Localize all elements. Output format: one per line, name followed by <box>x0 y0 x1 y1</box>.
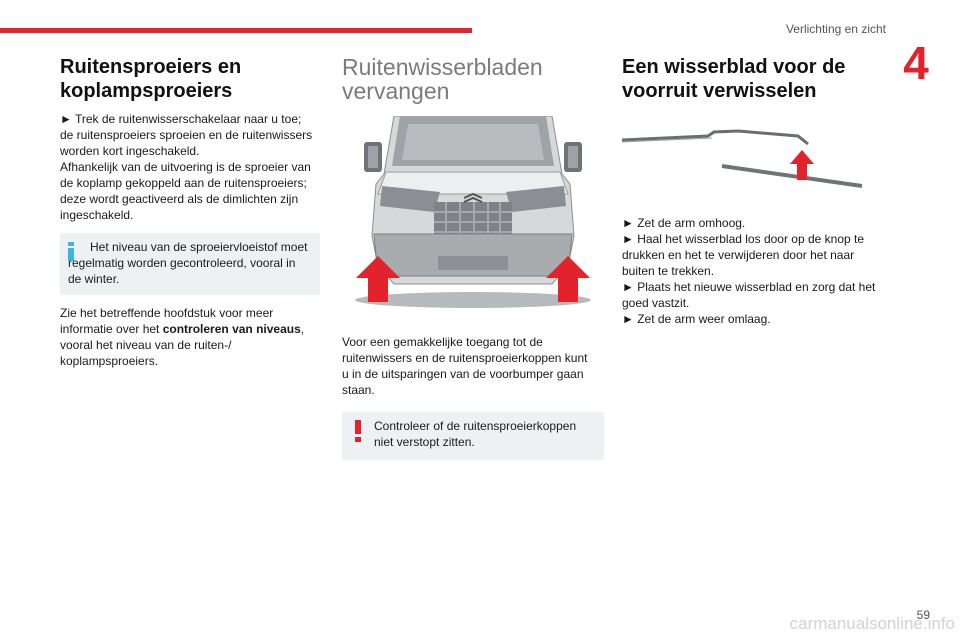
washers-heading: Ruitensproeiers en koplampsproeiers <box>60 56 242 102</box>
arrow-up-icon <box>790 150 814 180</box>
replace-blade-steps: ► Zet de arm omhoog. ► Haal het wisserbl… <box>622 215 884 327</box>
arrow-up-icon <box>356 256 400 302</box>
warning-text: Controleer of de ruitensproeierkoppen ni… <box>374 419 577 449</box>
text-line: ► Trek de ruitenwisserschakelaar naar u … <box>60 112 302 126</box>
step-line: buiten te trekken. <box>622 264 715 278</box>
text-line: de koplamp gekoppeld aan de ruitensproei… <box>60 176 307 190</box>
chapter-number: 4 <box>903 37 929 89</box>
van-front-illustration <box>342 115 604 312</box>
step-line: goed vastzit. <box>622 296 690 310</box>
info-note-text: Het niveau van de sproeiervloeistof moet… <box>68 240 308 286</box>
step-line: ► Plaats het nieuwe wisserblad en zorg d… <box>622 280 876 294</box>
text-line: worden kort ingeschakeld. <box>60 144 200 158</box>
step-line: ► Zet de arm omhoog. <box>622 216 746 230</box>
reference-link-text: controleren van niveaus <box>162 322 301 336</box>
text-line: de ruitensproeiers sproeien en de ruiten… <box>60 128 313 142</box>
reference-paragraph: Zie het betreffende hoofdstuk voor meer … <box>60 305 320 369</box>
washers-instructions: ► Trek de ruitenwisserschakelaar naar u … <box>60 111 320 223</box>
step-line: ► Haal het wisserblad los door op de kno… <box>622 232 865 246</box>
text-line: Afhankelijk van de uitvoering is de spro… <box>60 160 311 174</box>
warning-icon <box>355 420 361 442</box>
step-line: ► Zet de arm weer omlaag. <box>622 312 771 326</box>
warning-note-box: Controleer of de ruitensproeierkoppen ni… <box>342 412 604 460</box>
chapter-header-bar <box>0 28 472 33</box>
arrow-up-icon <box>546 256 590 302</box>
info-icon <box>68 242 74 261</box>
replace-blade-heading: Een wisserblad voor de voorruit verwisse… <box>622 56 846 102</box>
section-title: Verlichting en zicht <box>785 22 886 36</box>
watermark: carmanualsonline.info <box>789 614 955 633</box>
reference-text-end: , vooral het niveau van de ruiten-/ kopl… <box>60 322 305 368</box>
column-wiper-blades: Ruitenwisserbladen vervangen <box>342 55 604 460</box>
wiper-blades-heading: Ruitenwisserbladen vervangen <box>342 54 543 104</box>
text-line: ingeschakeld. <box>60 208 134 222</box>
column-washers: Ruitensproeiers en koplampsproeiers ► Tr… <box>60 55 320 369</box>
access-paragraph: Voor een gemakkelijke toegang tot de rui… <box>342 335 588 397</box>
step-line: drukken en het te verwijderen door het n… <box>622 248 855 262</box>
page-number: 59 <box>916 608 930 622</box>
column-replace-blade: Een wisserblad voor de voorruit verwisse… <box>621 55 884 327</box>
wiper-blade-illustration <box>621 128 884 198</box>
reference-text: Zie het betreffende hoofdstuk voor meer … <box>60 306 274 336</box>
info-note-box: Het niveau van de sproeiervloeistof moet… <box>60 233 320 295</box>
text-line: deze wordt geactiveerd als de dimlichten… <box>60 192 299 206</box>
